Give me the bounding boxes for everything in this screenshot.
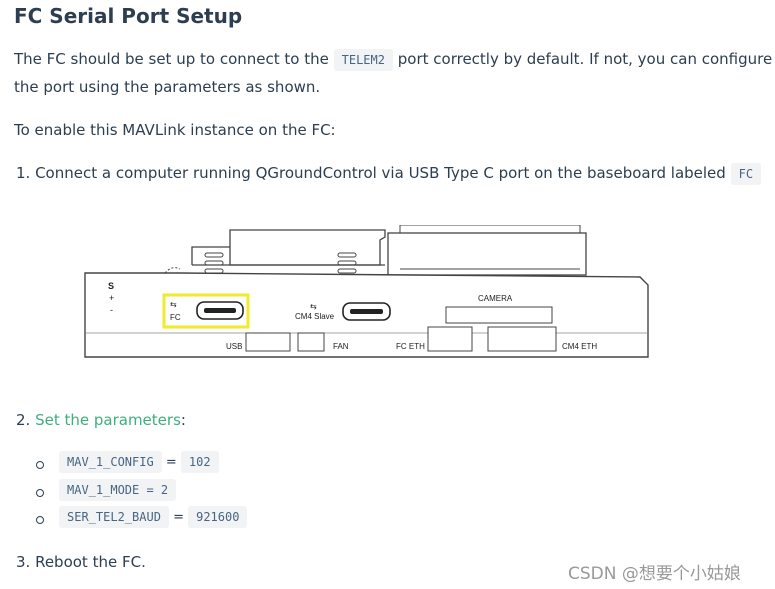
set-parameters-link[interactable]: Set the parameters bbox=[35, 411, 181, 429]
step-2-suffix: : bbox=[180, 411, 186, 429]
minus-label: - bbox=[110, 305, 113, 315]
param-item-3: SER_TEL2_BAUD = 921600 bbox=[59, 506, 248, 528]
fc-usb-icon: ⇆ bbox=[170, 300, 177, 309]
cm4-usb-icon: ⇆ bbox=[310, 302, 317, 311]
fc-eth-label: FC ETH bbox=[396, 342, 425, 351]
step-1-text: 1. Connect a computer running QGroundCon… bbox=[16, 164, 726, 182]
fc-code: FC bbox=[730, 163, 762, 185]
usb-label: USB bbox=[226, 342, 242, 351]
camera-label: CAMERA bbox=[478, 294, 513, 303]
intro-paragraph: The FC should be set up to connect to th… bbox=[14, 46, 772, 101]
param-eq: = bbox=[173, 510, 184, 525]
param-name: MAV_1_MODE = 2 bbox=[59, 479, 177, 501]
intro-text-2: port correctly by default. If not, you c… bbox=[397, 50, 773, 68]
fc-eth-connector bbox=[427, 326, 473, 352]
fc-port-label: FC bbox=[170, 313, 181, 322]
param-name: MAV_1_CONFIG bbox=[59, 451, 162, 473]
param-value: 921600 bbox=[188, 506, 248, 528]
baseboard-diagram: S + - ⇆ FC ⇆ CM4 Slave CAMERA USB FAN FC… bbox=[84, 225, 649, 358]
bullet-icon bbox=[36, 516, 44, 524]
step-2: 2. Set the parameters: bbox=[16, 407, 186, 434]
bullet-icon bbox=[36, 489, 44, 497]
bullet-icon bbox=[36, 461, 44, 469]
plus-label: + bbox=[109, 293, 114, 303]
step-2-prefix: 2. bbox=[16, 411, 31, 429]
step-3: 3. Reboot the FC. bbox=[16, 553, 146, 571]
step-1: 1. Connect a computer running QGroundCon… bbox=[16, 160, 762, 188]
param-name: SER_TEL2_BAUD bbox=[59, 506, 169, 528]
param-item-1: MAV_1_CONFIG = 102 bbox=[59, 451, 219, 473]
telem2-code: TELEM2 bbox=[333, 49, 393, 71]
fan-label: FAN bbox=[333, 342, 349, 351]
watermark: CSDN @想要个小姑娘 bbox=[568, 564, 741, 584]
usb-connector bbox=[245, 332, 291, 352]
intro-text-3: the port using the parameters as shown. bbox=[14, 78, 321, 96]
param-eq: = bbox=[165, 455, 177, 470]
param-item-2: MAV_1_MODE = 2 bbox=[59, 479, 177, 501]
enable-text: To enable this MAVLink instance on the F… bbox=[14, 121, 336, 139]
cm4-slave-label: CM4 Slave bbox=[295, 312, 335, 321]
cm4-eth-connector bbox=[487, 326, 557, 352]
camera-connector bbox=[445, 306, 553, 324]
param-value: 102 bbox=[180, 451, 219, 473]
page-title: FC Serial Port Setup bbox=[14, 4, 243, 28]
fan-connector bbox=[297, 332, 325, 352]
s-label: S bbox=[108, 281, 114, 291]
fc-port-highlight bbox=[162, 293, 250, 329]
intro-text: The FC should be set up to connect to th… bbox=[14, 50, 329, 68]
cm4-eth-label: CM4 ETH bbox=[562, 342, 597, 351]
